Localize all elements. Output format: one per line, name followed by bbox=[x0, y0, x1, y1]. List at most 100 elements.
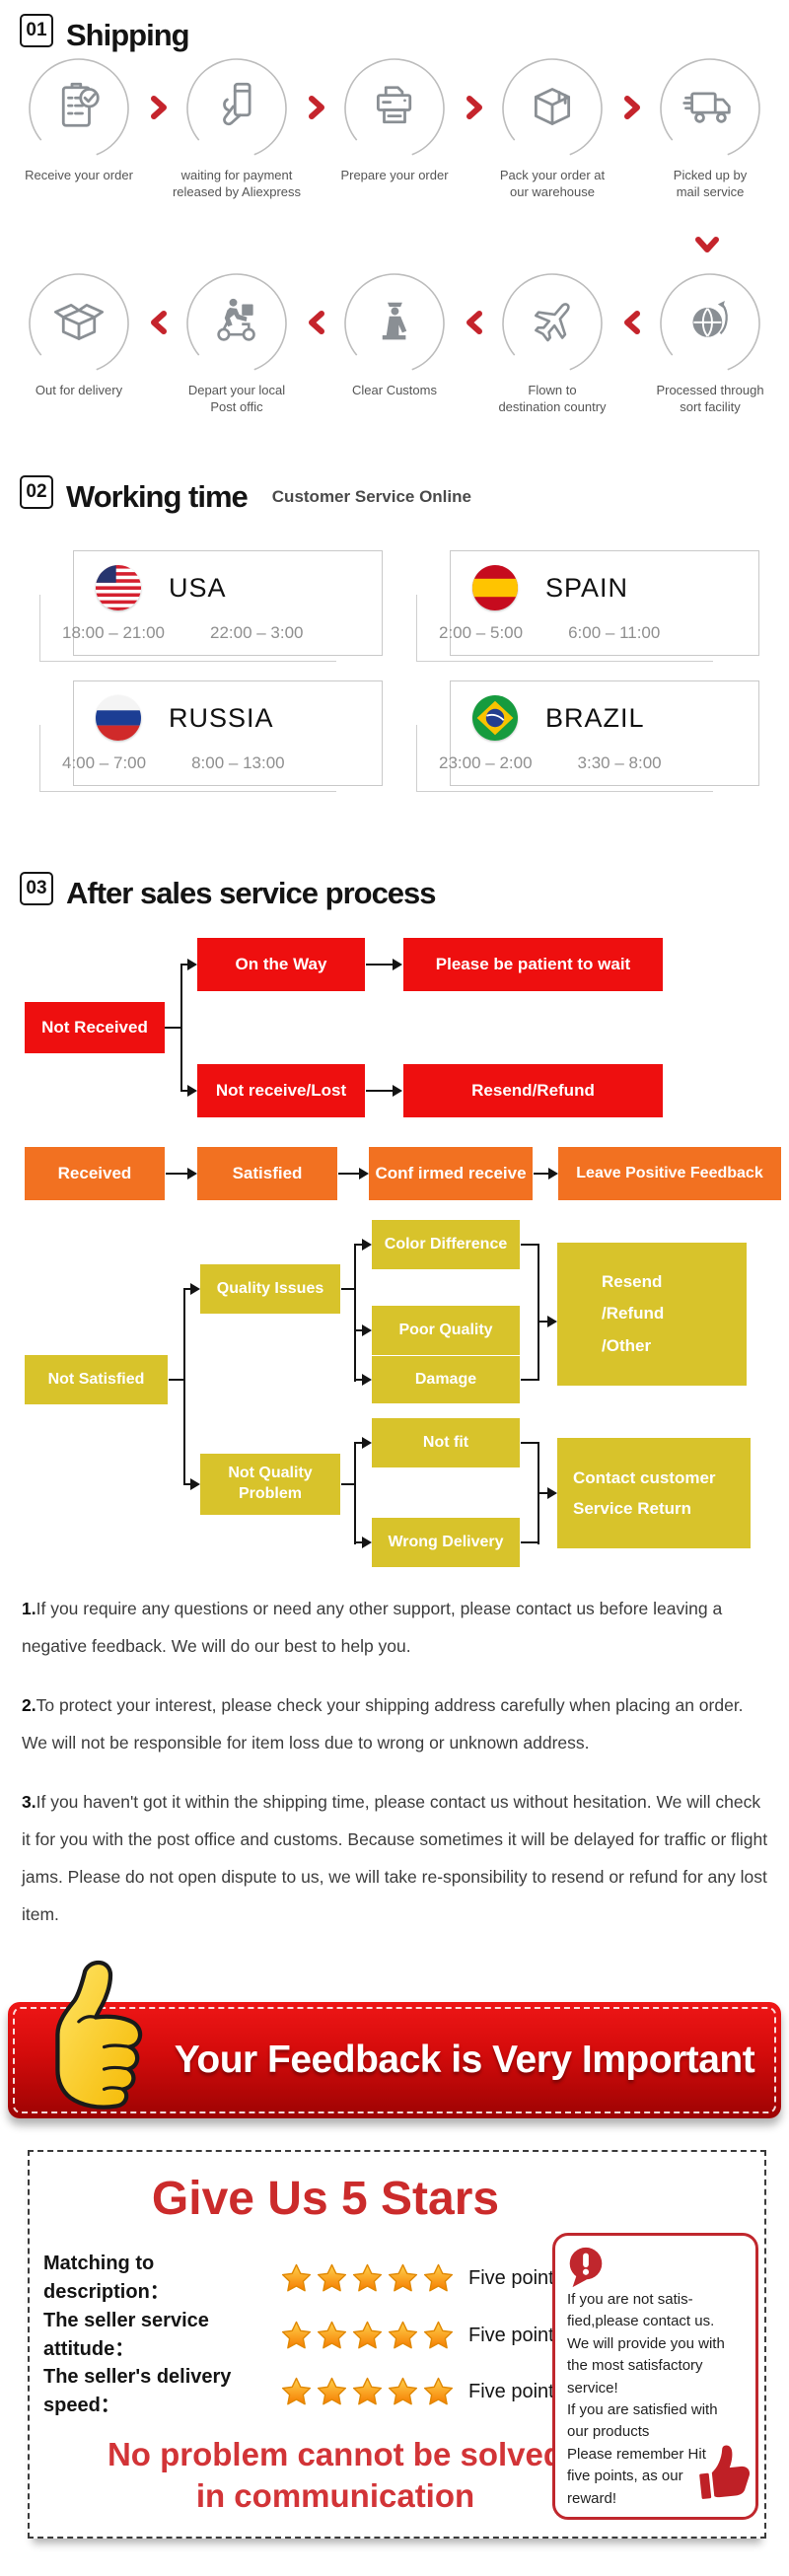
working-hours: 2:00 – 5:00 6:00 – 11:00 bbox=[439, 623, 660, 643]
star-icon bbox=[423, 2263, 454, 2291]
after-sales-section-heading: 03 After sales service process bbox=[20, 872, 437, 908]
star-icon bbox=[423, 2321, 454, 2348]
time-range: 6:00 – 11:00 bbox=[568, 623, 661, 642]
brazil-flag-icon bbox=[472, 695, 518, 741]
satisfaction-note-box: If you are not satis- fied,please contac… bbox=[552, 2233, 758, 2520]
flow-box-confirmed-receive: Conf irmed receive bbox=[369, 1147, 533, 1200]
star-icon bbox=[352, 2263, 383, 2291]
card-header: SPAIN bbox=[451, 551, 758, 610]
note-2: 2.To protect your interest, please check… bbox=[22, 1686, 769, 1761]
note-1: 1.If you require any questions or need a… bbox=[22, 1590, 769, 1665]
country-name: BRAZIL bbox=[545, 702, 645, 733]
step-label: waiting for payment released by Aliexpre… bbox=[172, 168, 302, 199]
thumbs-up-red-icon bbox=[692, 2434, 755, 2513]
chevron-left-icon bbox=[305, 310, 328, 335]
time-range: 4:00 – 7:00 bbox=[62, 753, 147, 772]
star-icon bbox=[317, 2263, 347, 2291]
step-badge bbox=[28, 57, 130, 160]
step-badge bbox=[659, 57, 761, 160]
time-range: 3:30 – 8:00 bbox=[577, 753, 662, 772]
step-label: Prepare your order bbox=[340, 168, 449, 182]
airplane-icon bbox=[535, 303, 570, 342]
working-time-card-spain: SPAIN 2:00 – 5:00 6:00 – 11:00 bbox=[416, 550, 759, 662]
section-title: Shipping bbox=[66, 18, 190, 52]
step-badge bbox=[501, 272, 604, 375]
banner-dashed-border bbox=[13, 2007, 776, 2113]
exclamation-bubble-icon bbox=[563, 2243, 609, 2295]
star-icon bbox=[352, 2321, 383, 2348]
flow-box-received: Received bbox=[25, 1147, 165, 1200]
step-label: Receive your order bbox=[25, 168, 133, 182]
time-range: 8:00 – 13:00 bbox=[191, 753, 285, 772]
thumbs-up-icon bbox=[22, 1955, 170, 2142]
flow-box-not-satisfied: Not Satisfied bbox=[25, 1355, 168, 1404]
step-badge bbox=[28, 272, 130, 375]
five-star-icons bbox=[280, 2376, 455, 2408]
five-stars-box: Give Us 5 Stars Matching to description：… bbox=[28, 2150, 766, 2539]
shipping-step: Out for delivery bbox=[0, 272, 158, 415]
note-text: To protect your interest, please check y… bbox=[22, 1695, 744, 1753]
star-icon bbox=[281, 2263, 312, 2291]
flow-box-leave-positive-feedback: Leave Positive Feedback bbox=[558, 1147, 781, 1200]
star-icon bbox=[352, 2377, 383, 2404]
rating-row-service: The seller service attitude： Five points bbox=[43, 2310, 564, 2360]
shipping-row-2: Out for delivery Depart your bbox=[0, 272, 789, 415]
shipping-step: Processed through sort facility bbox=[631, 272, 789, 415]
courier-scooter-icon bbox=[217, 298, 255, 341]
order-checklist-icon bbox=[61, 82, 100, 127]
shipping-section-heading: 01 Shipping bbox=[20, 14, 190, 52]
chevron-down-icon bbox=[694, 233, 719, 258]
section-number-badge: 02 bbox=[20, 475, 53, 509]
step-badge bbox=[659, 272, 761, 375]
chevron-right-icon bbox=[620, 95, 644, 120]
chevron-right-icon bbox=[305, 95, 328, 120]
card-header: BRAZIL bbox=[451, 681, 758, 741]
note-number: 2. bbox=[22, 1695, 36, 1715]
spain-flag-icon bbox=[472, 565, 518, 610]
five-star-icons bbox=[280, 2320, 455, 2352]
note-number: 3. bbox=[22, 1792, 36, 1812]
working-hours: 4:00 – 7:00 8:00 – 13:00 bbox=[62, 753, 285, 773]
printer-icon bbox=[376, 86, 412, 124]
rating-label: Matching to description： bbox=[43, 2253, 170, 2303]
working-time-card-usa: USA 18:00 – 21:00 22:00 – 3:00 bbox=[39, 550, 383, 662]
note-3: 3.If you haven't got it within the shipp… bbox=[22, 1783, 769, 1933]
star-icon bbox=[388, 2377, 418, 2404]
chevron-left-icon bbox=[620, 310, 644, 335]
shipping-step: Flown to destination country bbox=[473, 272, 631, 415]
working-hours: 18:00 – 21:00 22:00 – 3:00 bbox=[62, 623, 304, 643]
section-title: Working time bbox=[66, 479, 249, 514]
rating-row-delivery: The seller's delivery speed： Five points bbox=[43, 2366, 564, 2416]
shipping-step: Prepare your order bbox=[316, 57, 473, 200]
open-box-icon bbox=[53, 303, 105, 340]
section-number-badge: 03 bbox=[20, 872, 53, 905]
time-range: 18:00 – 21:00 bbox=[62, 623, 165, 642]
note-text: If you haven't got it within the shippin… bbox=[22, 1792, 768, 1924]
star-icon bbox=[423, 2377, 454, 2404]
satisfaction-note-text: If you are not satis- fied,please contac… bbox=[567, 2291, 725, 2507]
rating-points: Five points bbox=[468, 2380, 564, 2402]
working-hours: 23:00 – 2:00 3:30 – 8:00 bbox=[439, 753, 662, 773]
country-name: USA bbox=[169, 572, 227, 603]
step-badge bbox=[185, 57, 288, 160]
shipping-step: Receive your order bbox=[0, 57, 158, 200]
note-text: If you require any questions or need any… bbox=[22, 1599, 723, 1656]
package-box-icon bbox=[534, 88, 571, 125]
shipping-step: Picked up by mail service bbox=[631, 57, 789, 200]
usa-flag-icon bbox=[96, 565, 141, 610]
star-icon bbox=[281, 2321, 312, 2348]
customs-officer-icon bbox=[382, 302, 407, 340]
country-name: SPAIN bbox=[545, 572, 629, 603]
rating-label: The seller's delivery speed： bbox=[43, 2366, 232, 2416]
step-label: Clear Customs bbox=[352, 383, 437, 397]
banner-text: Your Feedback is Very Important bbox=[174, 2039, 755, 2081]
rating-label: The seller service attitude： bbox=[43, 2310, 209, 2360]
flow-box-resend-refund-other: Resend /Refund /Other bbox=[557, 1243, 747, 1386]
shipping-step: waiting for payment released by Aliexpre… bbox=[158, 57, 316, 200]
star-icon bbox=[317, 2377, 347, 2404]
card-header: USA bbox=[74, 551, 382, 610]
flow-box-not-receive-lost: Not receive/Lost bbox=[197, 1064, 365, 1117]
step-badge bbox=[501, 57, 604, 160]
time-range: 2:00 – 5:00 bbox=[439, 623, 524, 642]
flow-box-wrong-delivery: Wrong Delivery bbox=[372, 1518, 520, 1567]
